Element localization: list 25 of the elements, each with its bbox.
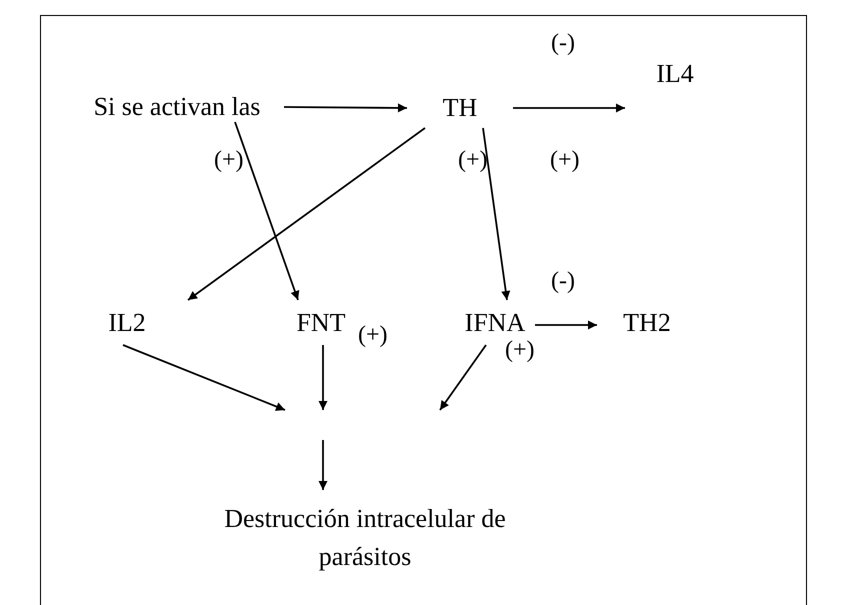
sign-label: (+): [358, 322, 388, 349]
arrow: [439, 344, 487, 411]
node-text: Destrucción intracelular de parásitos: [223, 502, 507, 572]
node-text: IL2: [108, 306, 146, 338]
arrow: [318, 345, 328, 410]
node-text: IL4: [656, 58, 694, 90]
node-text: IFNA: [464, 306, 526, 338]
sign-label: (-): [551, 268, 575, 295]
arrow: [513, 104, 625, 112]
node-text: TH: [442, 92, 478, 124]
arrow: [187, 127, 426, 301]
sign-label: (+): [505, 337, 535, 364]
node-text: Si se activan las: [94, 91, 260, 123]
node-text: FNT: [296, 306, 346, 338]
arrow: [535, 320, 597, 330]
sign-label: (-): [551, 30, 575, 57]
arrow: [122, 344, 286, 411]
sign-label: (+): [458, 147, 488, 174]
sign-label: (+): [550, 147, 580, 174]
arrow: [318, 440, 328, 490]
node-text: TH2: [623, 306, 671, 338]
sign-label: (+): [214, 147, 244, 174]
arrow: [482, 128, 510, 300]
arrow: [234, 122, 300, 300]
arrow: [284, 103, 407, 112]
